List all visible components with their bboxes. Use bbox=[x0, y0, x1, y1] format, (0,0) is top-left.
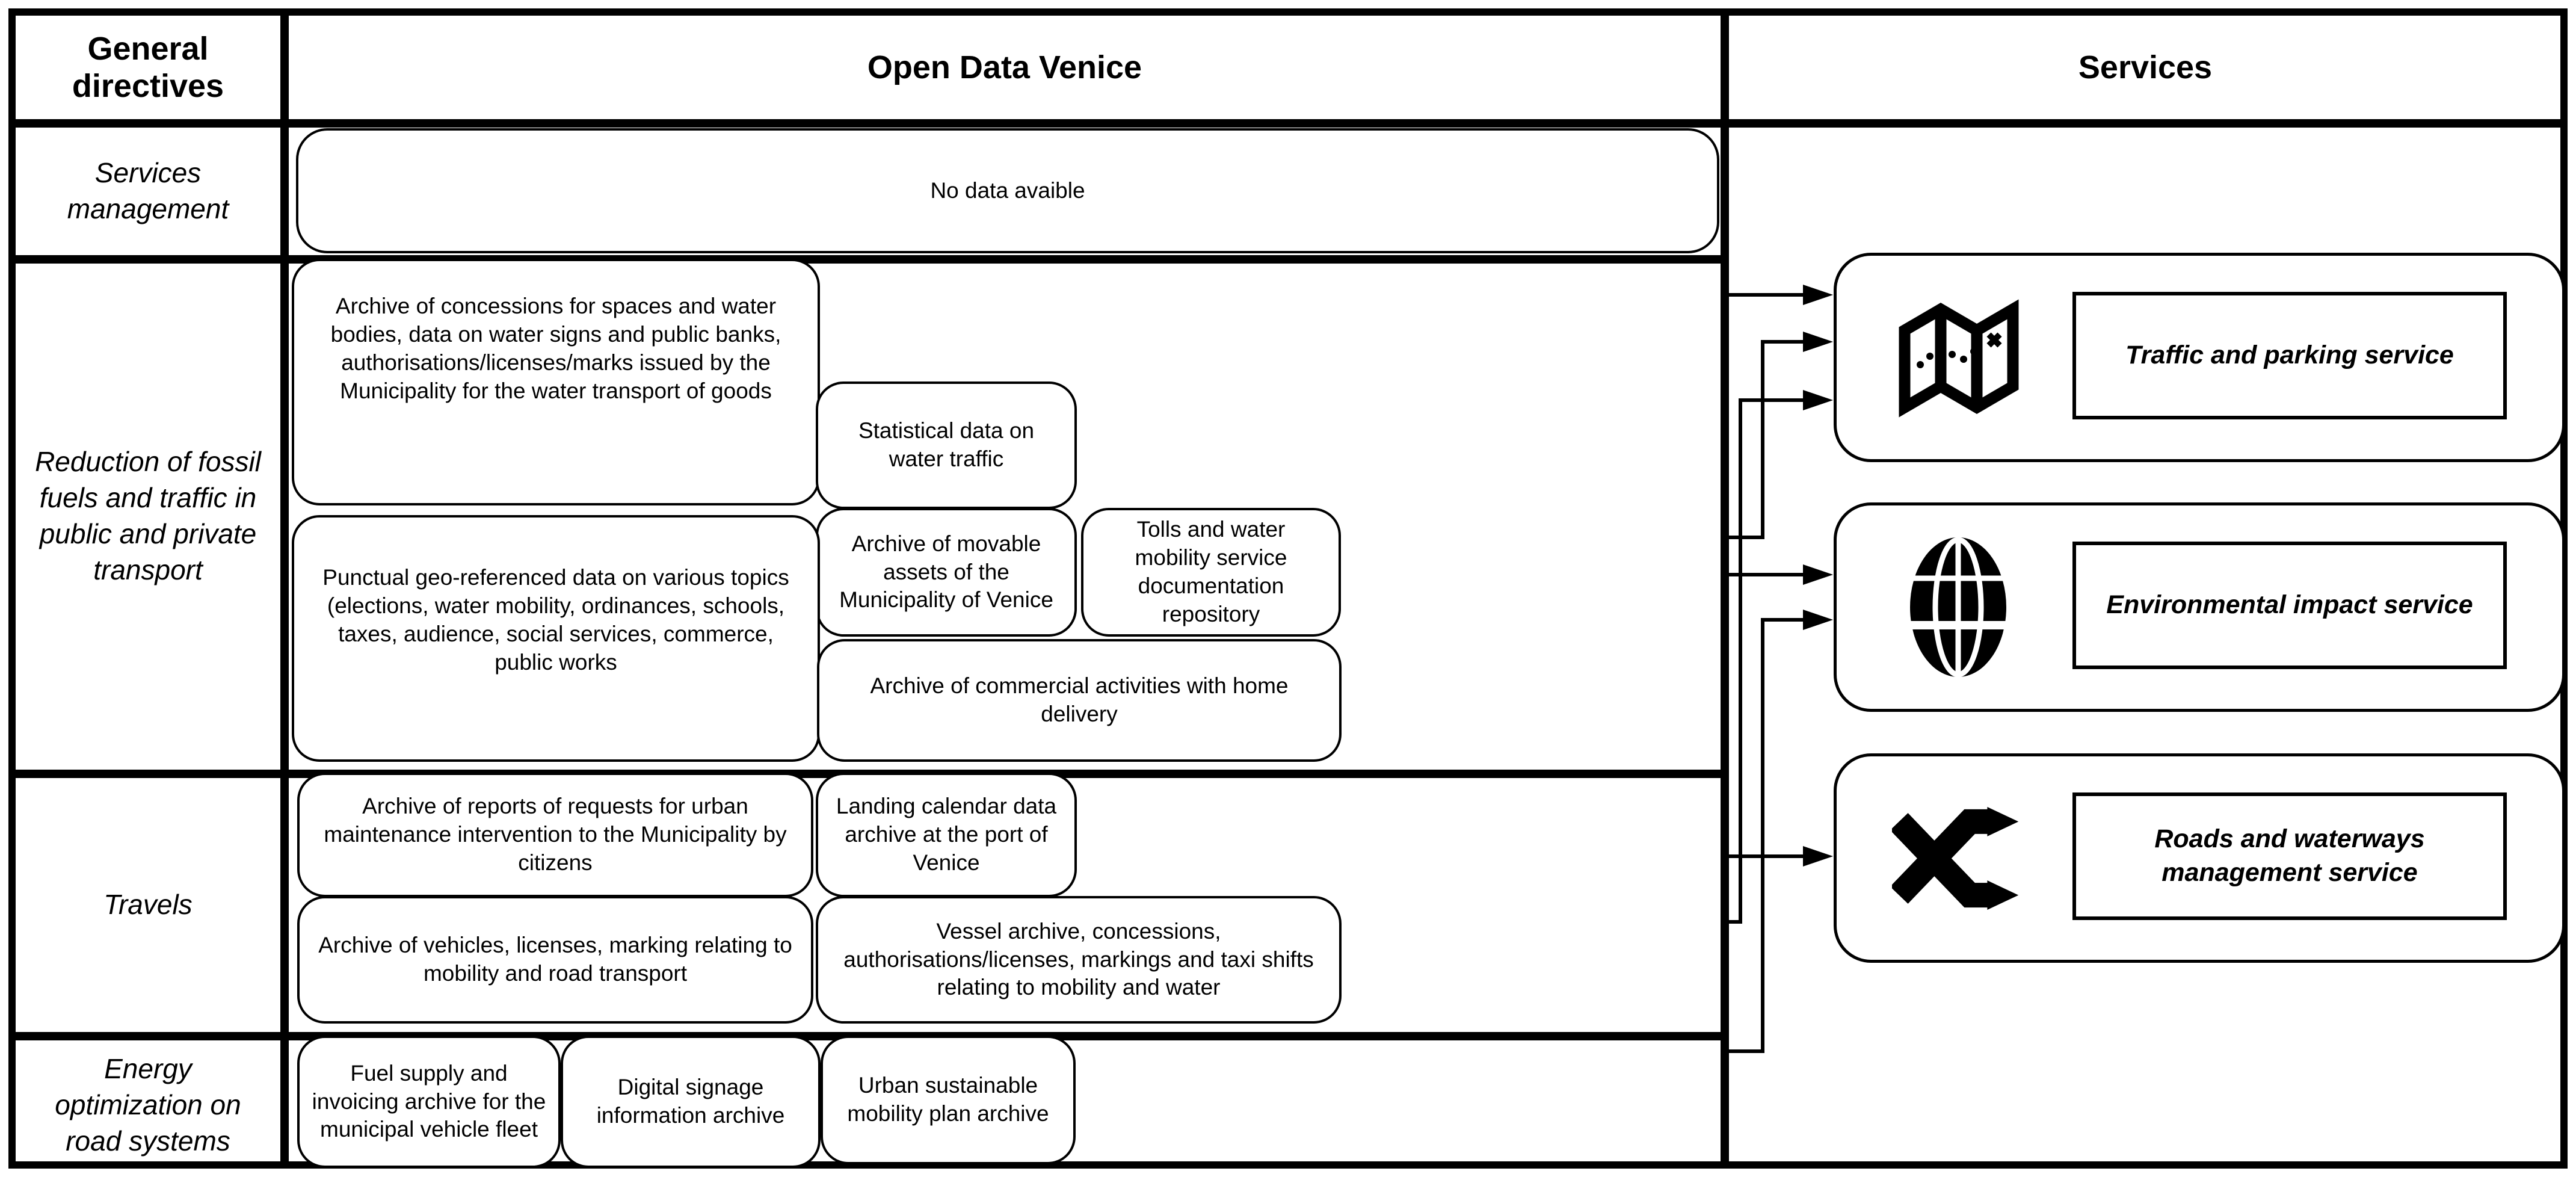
data-box-digital-signage: Digital signage information archive bbox=[561, 1036, 821, 1168]
globe-icon bbox=[1892, 537, 2024, 678]
data-box-concessions-archive: Archive of concessions for spaces and wa… bbox=[292, 259, 820, 505]
service-box-traffic-parking: Traffic and parking service bbox=[1834, 253, 2565, 462]
data-box-movable-assets: Archive of movable assets of the Municip… bbox=[816, 508, 1077, 637]
row-label-services-management: Services management bbox=[67, 157, 229, 224]
data-box-maintenance-reports: Archive of reports of requests for urban… bbox=[297, 773, 813, 897]
grid-line-row-1 bbox=[8, 255, 1729, 264]
service-box-environmental-impact: Environmental impact service bbox=[1834, 502, 2565, 712]
data-box-landing-calendar: Landing calendar data archive at the por… bbox=[816, 773, 1077, 897]
data-box-statistical-water-traffic: Statistical data on water traffic bbox=[816, 382, 1077, 509]
header-general-directives: General directives bbox=[72, 30, 224, 104]
data-box-vehicles-archive: Archive of vehicles, licenses, marking r… bbox=[297, 896, 813, 1024]
row-label-reduction-fossil-fuels: Reduction of fossil fuels and traffic in… bbox=[35, 446, 261, 585]
map-icon bbox=[1892, 292, 2024, 423]
data-box-commercial-activities: Archive of commercial activities with ho… bbox=[817, 639, 1342, 762]
header-open-data-venice: Open Data Venice bbox=[867, 49, 1142, 85]
service-box-roads-waterways: Roads and waterways management service bbox=[1834, 753, 2565, 963]
service-label-environmental-impact: Environmental impact service bbox=[2072, 542, 2507, 669]
service-label-roads-waterways: Roads and waterways management service bbox=[2072, 792, 2507, 920]
grid-line-header bbox=[8, 119, 2568, 128]
shuffle-icon bbox=[1892, 792, 2024, 924]
grid-line-vertical-2 bbox=[1721, 8, 1729, 1169]
data-box-no-data-available: No data avaible bbox=[296, 128, 1719, 253]
row-label-travels: Travels bbox=[103, 889, 193, 921]
header-services: Services bbox=[2078, 49, 2213, 85]
data-box-urban-mobility-plan: Urban sustainable mobility plan archive bbox=[821, 1036, 1076, 1164]
service-label-traffic-parking: Traffic and parking service bbox=[2072, 292, 2507, 419]
grid-line-vertical-1 bbox=[280, 8, 289, 1169]
data-box-fuel-supply: Fuel supply and invoicing archive for th… bbox=[297, 1036, 561, 1168]
row-label-energy-optimization: Energy optimization on road systems bbox=[55, 1053, 241, 1157]
data-box-vessel-archive: Vessel archive, concessions, authorisati… bbox=[816, 896, 1342, 1024]
data-box-geo-referenced-data: Punctual geo-referenced data on various … bbox=[292, 515, 820, 762]
data-box-tolls-repository: Tolls and water mobility service documen… bbox=[1081, 508, 1341, 637]
